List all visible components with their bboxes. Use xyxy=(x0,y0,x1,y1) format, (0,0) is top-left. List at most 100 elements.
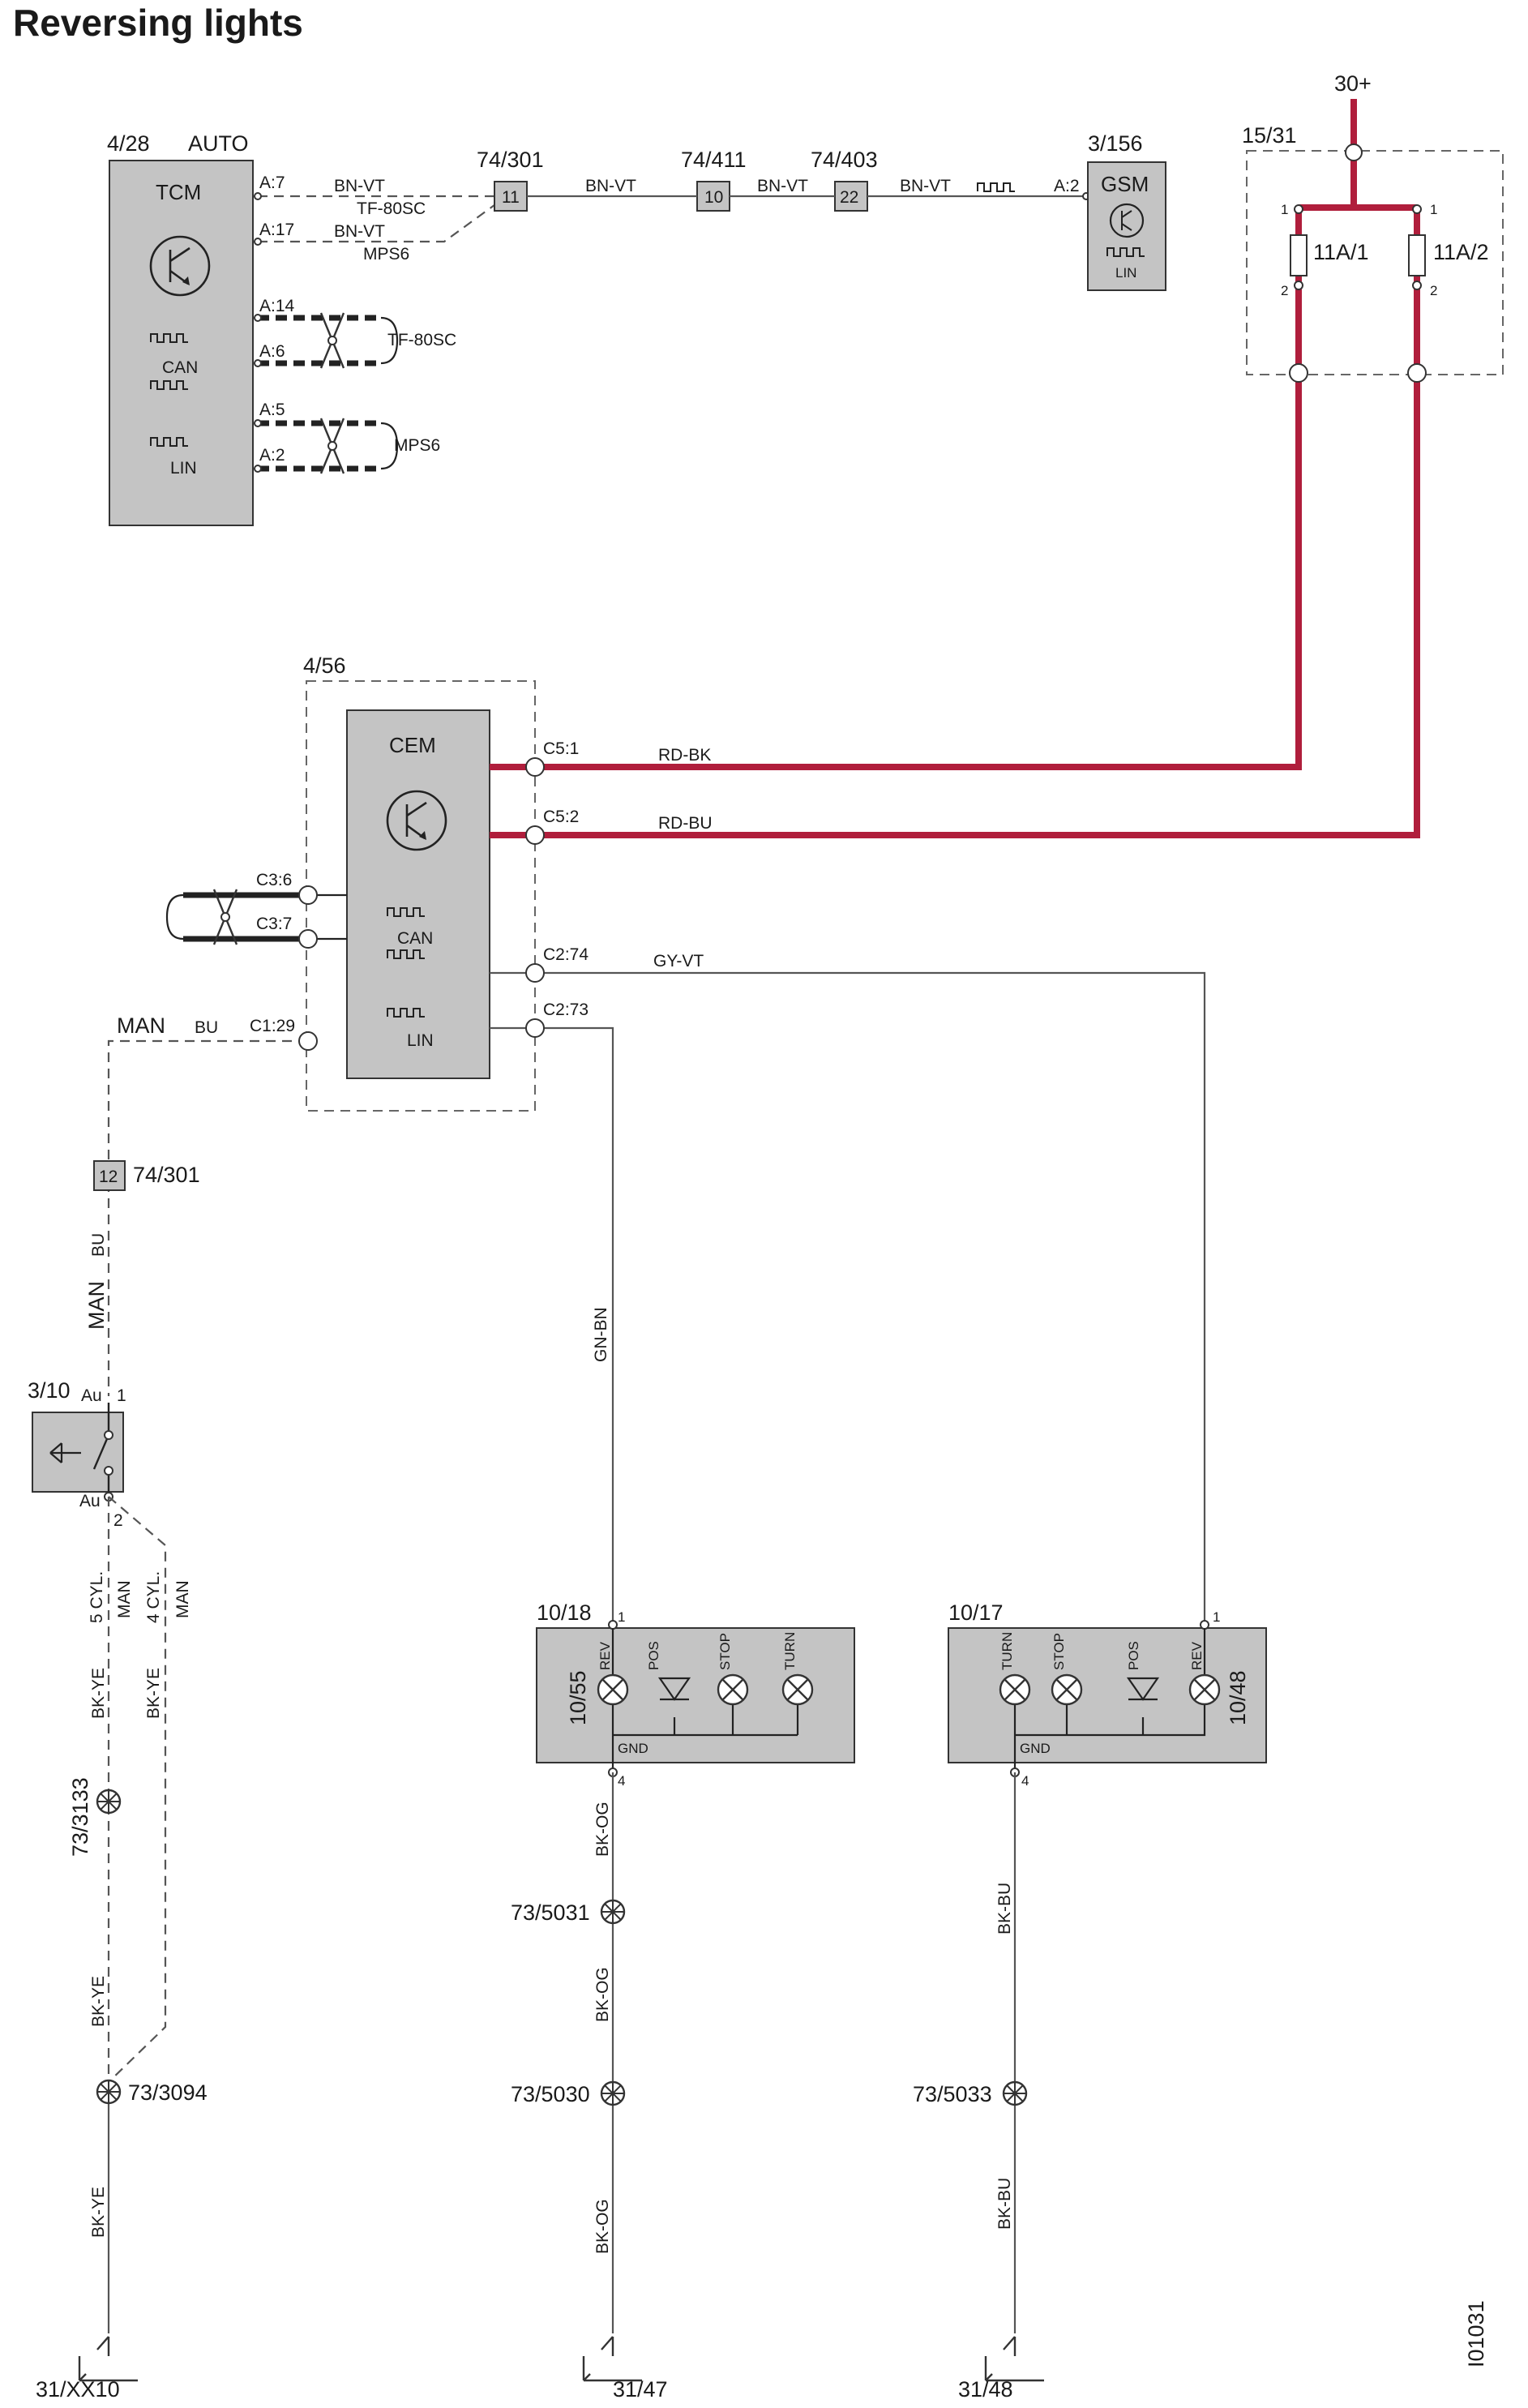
top-wire-label: BN-VT xyxy=(900,177,951,195)
tcm-pin: A:2 xyxy=(259,446,285,465)
gnd-label: GND xyxy=(618,1741,648,1756)
lamp-name: STOP xyxy=(1051,1633,1067,1670)
fuse-pin: 1 xyxy=(1430,202,1437,217)
fuse xyxy=(1408,234,1426,276)
fuse-pin: 2 xyxy=(1430,283,1437,298)
lamp-pin: 1 xyxy=(618,1609,625,1625)
switch-pin: 2 xyxy=(113,1511,123,1530)
ground-label: 31/47 xyxy=(613,2377,668,2402)
bulb-ref: 10/55 xyxy=(566,1670,590,1725)
wire-label: BK-YE xyxy=(89,2187,108,2238)
tcm-ref: 4/28 xyxy=(107,131,150,156)
fuse-pin: 2 xyxy=(1281,283,1288,298)
stop-lamp-icon xyxy=(1051,1673,1083,1706)
wire-label: BK-YE xyxy=(89,1976,108,2027)
lamp-pin: 1 xyxy=(1213,1609,1220,1625)
lamp-name: POS xyxy=(646,1641,661,1670)
switch-pin: 1 xyxy=(117,1386,126,1405)
splice-icon xyxy=(96,1789,122,1815)
tcm-pin: A:14 xyxy=(259,297,295,315)
led-icon xyxy=(657,1677,691,1701)
tcm-variant: AUTO xyxy=(188,131,249,156)
cem-wire-label: RD-BK xyxy=(658,746,711,765)
tcm-bus-label: MPS6 xyxy=(394,436,440,455)
cem-pin: C3:6 xyxy=(256,871,292,889)
junction-ref: 74/301 xyxy=(133,1163,200,1187)
reverse-arrow-icon xyxy=(49,1442,81,1463)
cem-ref: 4/56 xyxy=(303,653,346,678)
tcm-lin-label: LIN xyxy=(170,459,197,478)
cem-wire-label: RD-BU xyxy=(658,814,713,833)
lamp-name: REV xyxy=(597,1641,613,1670)
gnd-label: GND xyxy=(1020,1741,1051,1756)
tcm-can-label: CAN xyxy=(162,358,198,377)
led-icon xyxy=(1126,1677,1160,1701)
lamp-pin: 4 xyxy=(1021,1773,1029,1789)
tcm-wire-label: BN-VT xyxy=(334,222,385,241)
splice-label: 73/3094 xyxy=(128,2080,208,2105)
junction-pin: 10 xyxy=(704,188,723,207)
splice-label: 73/5033 xyxy=(913,2082,992,2106)
cem-wire-label: GY-VT xyxy=(653,952,704,970)
tcm-module: 4/28 AUTO TCM CAN LIN xyxy=(107,131,254,526)
tcm-name: TCM xyxy=(156,180,201,204)
switch-au: Au xyxy=(79,1492,101,1510)
switch-ref: 3/10 xyxy=(28,1378,71,1403)
ground-label: 31/XX10 xyxy=(36,2377,120,2402)
bulb-ref: 10/48 xyxy=(1226,1670,1250,1725)
reverse-lamp-icon xyxy=(1188,1673,1221,1706)
cyl-label: 4 CYL. xyxy=(144,1571,163,1623)
tcm-pin: A:7 xyxy=(259,174,285,192)
splice-label: 73/5031 xyxy=(511,1900,590,1925)
wire-label: BK-OG xyxy=(593,1967,612,2022)
lamp-ref: 10/17 xyxy=(948,1600,1004,1625)
lamp-name: STOP xyxy=(717,1633,733,1670)
tcm-pin: A:17 xyxy=(259,221,294,239)
tcm-bus-label: TF-80SC xyxy=(387,331,456,349)
cem-can-label: CAN xyxy=(397,929,433,948)
lamp-ref: 10/18 xyxy=(537,1600,592,1625)
junction-pin: 11 xyxy=(502,188,520,207)
twisted-pair-icon xyxy=(319,311,345,370)
splice-label: 73/3133 xyxy=(68,1777,92,1857)
junction-ref: 74/403 xyxy=(811,148,878,172)
man-label: MAN xyxy=(173,1580,192,1618)
ground-icon xyxy=(78,2335,139,2382)
transistor-icon xyxy=(1109,203,1145,238)
tcm-pin: A:6 xyxy=(259,342,285,361)
wire-label: BU xyxy=(195,1018,218,1037)
gsm-lin-label: LIN xyxy=(1115,265,1136,281)
tcm-wire-label: MPS6 xyxy=(363,245,409,264)
turn-lamp-icon xyxy=(781,1673,814,1706)
lamp-name: POS xyxy=(1126,1641,1141,1670)
wire-label: BK-BU xyxy=(995,1883,1014,1935)
twisted-pair-icon xyxy=(319,417,345,475)
splice-icon xyxy=(600,1899,626,1925)
cem-name: CEM xyxy=(389,733,436,757)
wire-label: BK-OG xyxy=(593,1802,612,1857)
tcm-wire-label: BN-VT xyxy=(334,177,385,195)
junction-pin: 12 xyxy=(99,1168,118,1186)
lamp-name: REV xyxy=(1189,1641,1205,1670)
junction-connector xyxy=(834,181,868,212)
wire-label: BK-OG xyxy=(593,2199,612,2254)
man-label: MAN xyxy=(117,1013,165,1038)
gsm-pin: A:2 xyxy=(1054,177,1080,195)
tcm-can-bus xyxy=(258,315,381,366)
tcm-pin: A:5 xyxy=(259,401,285,419)
junction-ref: 74/301 xyxy=(477,148,544,172)
wire-label: BK-YE xyxy=(89,1668,108,1719)
cem-lin-label: LIN xyxy=(407,1031,434,1050)
lin-signal-icon xyxy=(977,182,1016,192)
gsm-ref: 3/156 xyxy=(1088,131,1143,156)
feed-wire-label: GN-BN xyxy=(592,1307,610,1362)
man-label: MAN xyxy=(84,1281,109,1330)
top-wire-label: BN-VT xyxy=(757,177,808,195)
junction-connector xyxy=(494,181,528,212)
splice-icon xyxy=(96,2079,122,2105)
cem-pin: C1:29 xyxy=(250,1017,295,1035)
wire-label: BK-BU xyxy=(995,2178,1014,2230)
lamp-name: TURN xyxy=(999,1632,1015,1670)
fuse-label: 11A/2 xyxy=(1433,240,1489,264)
